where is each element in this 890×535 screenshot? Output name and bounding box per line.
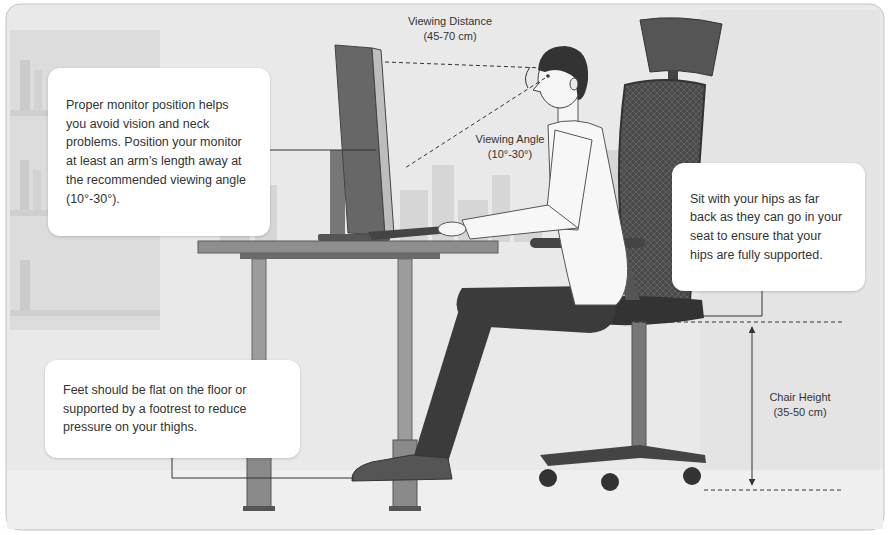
leader-lines-part (268, 150, 376, 151)
chair-part (683, 467, 701, 485)
leader-lines-part (630, 290, 762, 316)
bookshelf-part (10, 310, 160, 316)
dimension-label: Chair Height (35-50 cm) (760, 390, 840, 420)
callout-box: Sit with your hips as far back as they c… (672, 163, 865, 291)
person (352, 46, 628, 481)
monitor-part (372, 48, 394, 235)
leader-lines-part (172, 456, 354, 478)
person-part (352, 455, 452, 481)
callout-text: Sit with your hips as far back as they c… (690, 190, 847, 265)
chair-part (540, 445, 706, 466)
callout-box: Proper monitor position helps you avoid … (48, 68, 270, 236)
desk-part (398, 259, 412, 444)
person-part (538, 46, 588, 100)
person-part (438, 222, 466, 236)
chair-part (640, 18, 722, 76)
measurement-lines-part (525, 67, 530, 88)
desk-part (243, 506, 275, 511)
dimension-label: Viewing Distance (45-70 cm) (398, 14, 502, 44)
bookshelf-part (20, 60, 30, 110)
person-part (570, 78, 578, 90)
desk-part (198, 241, 498, 253)
person-part (546, 74, 550, 78)
bookshelf-part (20, 260, 30, 310)
bookshelf-part (34, 70, 42, 110)
bookshelf-part (20, 160, 29, 210)
background (6, 4, 884, 530)
measurement-lines-part (385, 62, 544, 68)
callout-text: Feet should be flat on the floor or supp… (63, 381, 282, 437)
dimension-label: Viewing Angle (10°-30°) (472, 132, 548, 162)
measurement-lines-part (628, 322, 842, 323)
chair-part (632, 322, 646, 450)
chair-part (601, 473, 619, 491)
measurement-lines-part (752, 327, 753, 485)
callout-text: Proper monitor position helps you avoid … (66, 96, 252, 209)
person-part (462, 205, 578, 239)
chair-part (539, 469, 557, 487)
background-part (6, 4, 884, 530)
bookshelf-part (33, 170, 41, 210)
desk-part (389, 506, 421, 511)
monitor (318, 45, 394, 241)
measurement-lines-part (704, 490, 842, 491)
callout-box: Feet should be flat on the floor or supp… (45, 360, 300, 458)
desk-part (240, 253, 440, 259)
